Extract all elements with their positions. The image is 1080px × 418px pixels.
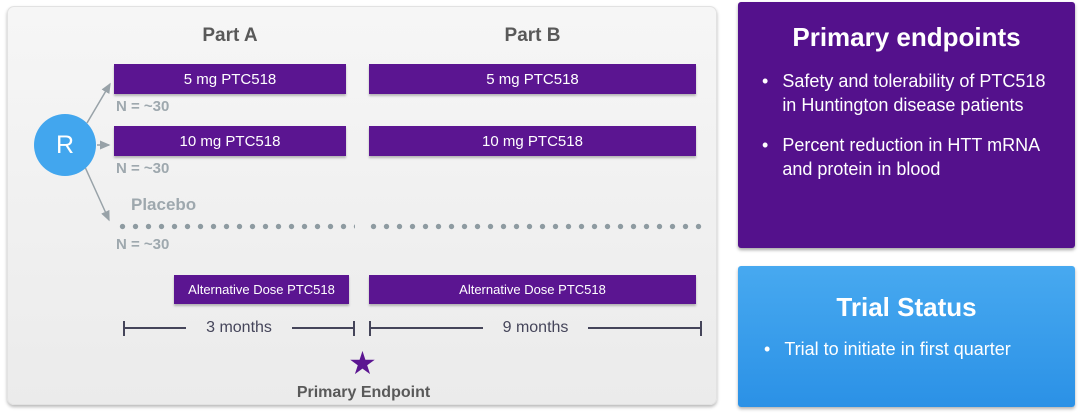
primary-endpoints-title: Primary endpoints <box>792 22 1021 52</box>
arm-bar-5mg-part-b: 5 mg PTC518 <box>369 64 696 94</box>
part-b-header: Part B <box>504 25 561 46</box>
timeline-line <box>588 327 700 329</box>
timeline-line <box>125 327 187 329</box>
bullet-text: Trial to initiate in first quarter <box>784 339 1011 359</box>
primary-endpoints-bullet-list: Safety and tolerability of PTC518 in Hun… <box>738 69 1075 181</box>
timeline-tick <box>700 320 702 336</box>
bullet-item: Percent reduction in HTT mRNA and protei… <box>762 133 1057 181</box>
trial-schema-panel: Part A Part B R 5 mg PTC518 5 mg PTC518 … <box>7 6 717 405</box>
trial-status-bullet-list: Trial to initiate in first quarter <box>738 337 1075 361</box>
primary-endpoint-label: Primary Endpoint <box>296 384 431 401</box>
timeline-tick <box>353 320 355 336</box>
n-label-arm-2: N = ~30 <box>116 160 170 177</box>
timeline-tick <box>369 320 371 336</box>
part-a-header: Part A <box>202 25 258 46</box>
bullet-dot-icon <box>764 337 770 361</box>
bullet-text: Safety and tolerability of PTC518 in Hun… <box>782 71 1046 115</box>
placebo-label: Placebo <box>131 195 197 214</box>
arm-bar-10mg-part-a: 10 mg PTC518 <box>114 126 346 156</box>
trial-status-panel: Trial Status Trial to initiate in first … <box>738 266 1075 407</box>
timeline-line <box>291 327 353 329</box>
arm-bar-10mg-part-b: 10 mg PTC518 <box>369 126 696 156</box>
bullet-dot-icon <box>762 69 768 117</box>
timeline-part-a: 3 months <box>123 319 355 337</box>
primary-endpoints-panel: Primary endpoints Safety and tolerabilit… <box>738 2 1075 248</box>
arm-bar-5mg-part-a: 5 mg PTC518 <box>114 64 346 94</box>
timeline-line <box>371 327 483 329</box>
bullet-item: Trial to initiate in first quarter <box>762 337 1057 361</box>
timeline-part-b: 9 months <box>369 319 702 337</box>
star-icon: ★ <box>348 345 377 381</box>
timeline-part-b-label: 9 months <box>502 319 569 336</box>
placebo-dotted-line-part-b <box>367 223 704 230</box>
timeline-tick <box>123 320 125 336</box>
placebo-dotted-line-part-a <box>116 223 355 230</box>
bullet-item: Safety and tolerability of PTC518 in Hun… <box>762 69 1057 117</box>
trial-status-title: Trial Status <box>836 292 977 322</box>
n-label-arm-1: N = ~30 <box>116 98 170 115</box>
randomization-circle: R <box>34 114 96 176</box>
bullet-text: Percent reduction in HTT mRNA and protei… <box>782 135 1040 179</box>
arm-bar-alt-dose-part-a: Alternative Dose PTC518 <box>174 275 349 304</box>
arm-bar-alt-dose-part-b: Alternative Dose PTC518 <box>369 275 696 304</box>
bullet-dot-icon <box>762 133 768 181</box>
randomization-arrows-icon <box>84 82 111 222</box>
n-label-placebo: N = ~30 <box>116 236 170 253</box>
timeline-part-a-label: 3 months <box>206 319 272 336</box>
